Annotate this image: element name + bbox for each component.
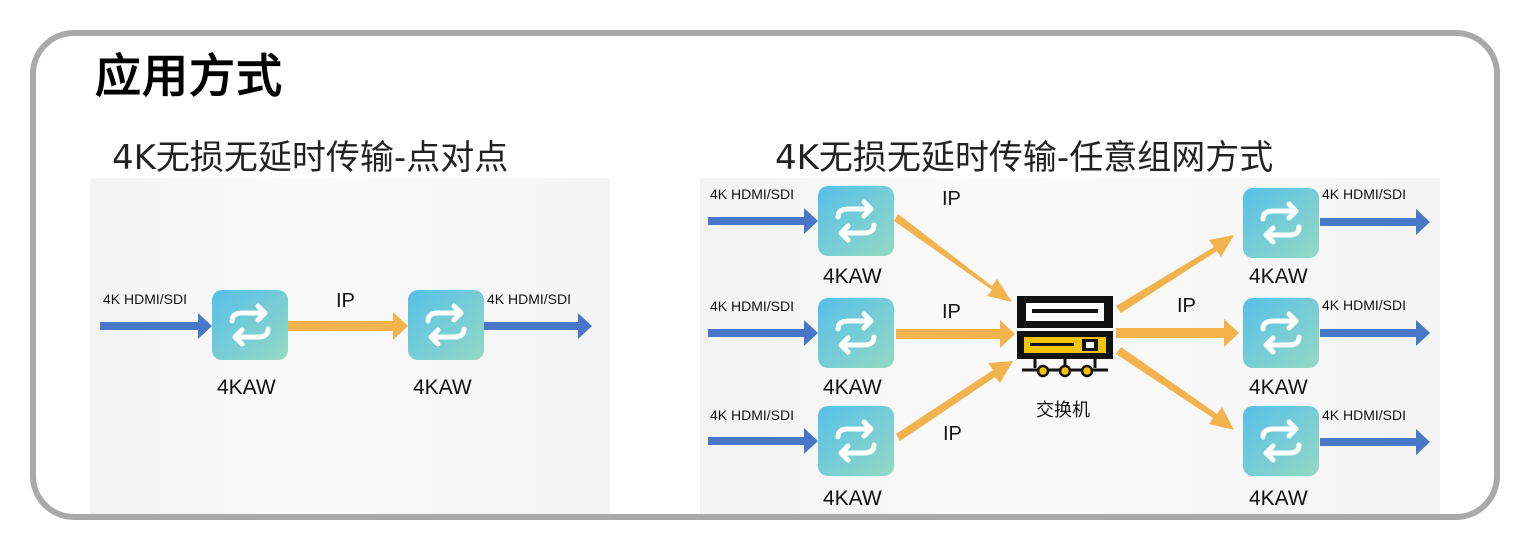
net-sender-device-icon-1: [818, 186, 894, 256]
net-input-label-3: 4K HDMI/SDI: [710, 407, 794, 423]
net-input-label-1: 4K HDMI/SDI: [710, 186, 794, 202]
net-receiver-device-icon-2: [1243, 298, 1319, 368]
diagram-panel-point-to-point: [90, 178, 610, 514]
heading-point-to-point: 4K无损无延时传输-点对点: [112, 138, 509, 178]
net-output-arrow-1: [1320, 209, 1430, 235]
net-input-label-2: 4K HDMI/SDI: [710, 298, 794, 314]
net-ip-arrow-out-3: [1116, 347, 1234, 430]
p2p-sender-device-icon: [212, 290, 288, 360]
net-ip-arrow-in-2: [896, 320, 1015, 348]
net-receiver-device-icon-3: [1243, 406, 1319, 476]
net-ip-arrow-in-3: [896, 361, 1013, 441]
net-output-label-3: 4K HDMI/SDI: [1322, 407, 1406, 423]
switch-label: 交换机: [1036, 400, 1090, 421]
net-sender-label-1: 4KAW: [823, 265, 882, 288]
net-input-arrow-3: [708, 428, 818, 454]
net-sender-label-3: 4KAW: [823, 487, 882, 510]
net-ip-arrow-out-2: [1116, 319, 1239, 347]
net-receiver-label-2: 4KAW: [1249, 376, 1308, 399]
net-input-arrow-1: [708, 208, 818, 234]
net-ip-arrow-in-1: [894, 214, 1012, 302]
net-receiver-device-icon-1: [1243, 188, 1319, 258]
switch-icon: [1017, 296, 1113, 378]
heading-network: 4K无损无延时传输-任意组网方式: [775, 138, 1274, 178]
p2p-output-arrow: [484, 313, 592, 339]
net-ip-label-out: IP: [1177, 295, 1196, 317]
net-ip-label-in-1: IP: [942, 188, 961, 210]
page-title: 应用方式: [95, 49, 283, 103]
p2p-input-arrow: [100, 313, 212, 339]
net-input-arrow-2: [708, 320, 818, 346]
net-ip-arrow-out-1: [1116, 235, 1234, 313]
net-ip-label-in-3: IP: [943, 423, 962, 445]
net-sender-device-icon-3: [818, 406, 894, 476]
net-output-arrow-2: [1320, 320, 1430, 346]
net-sender-label-2: 4KAW: [823, 376, 882, 399]
net-output-label-2: 4K HDMI/SDI: [1322, 297, 1406, 313]
net-sender-device-icon-2: [818, 298, 894, 368]
p2p-receiver-label: 4KAW: [413, 376, 472, 399]
p2p-ip-arrow: [288, 312, 408, 340]
net-output-label-1: 4K HDMI/SDI: [1322, 186, 1406, 202]
p2p-input-label: 4K HDMI/SDI: [103, 291, 187, 307]
net-receiver-label-3: 4KAW: [1249, 487, 1308, 510]
p2p-sender-label: 4KAW: [217, 376, 276, 399]
p2p-receiver-device-icon: [408, 290, 484, 360]
p2p-output-label: 4K HDMI/SDI: [487, 291, 571, 307]
net-output-arrow-3: [1320, 429, 1430, 455]
net-ip-label-in-2: IP: [942, 301, 961, 323]
net-receiver-label-1: 4KAW: [1249, 265, 1308, 288]
p2p-ip-label: IP: [336, 290, 355, 312]
